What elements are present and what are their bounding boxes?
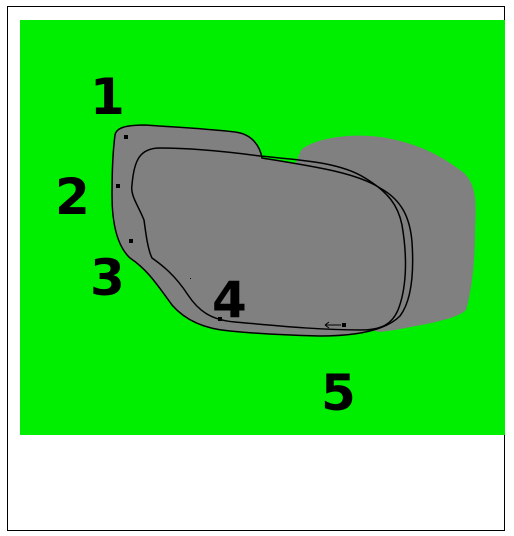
marker-dot-2	[116, 184, 120, 188]
blank-area	[20, 436, 504, 530]
marker-label-4: 4	[212, 271, 247, 329]
marker-label-5: 5	[321, 364, 356, 422]
marker-dot-3	[129, 239, 133, 243]
marker-dot-5	[342, 323, 346, 327]
diagram-canvas: 1 2 3 4 5	[20, 20, 513, 435]
marker-dot-1	[124, 135, 128, 139]
marker-label-3: 3	[90, 249, 125, 307]
marker-label-2: 2	[55, 168, 90, 226]
small-speck	[190, 278, 191, 279]
marker-label-1: 1	[90, 68, 125, 126]
